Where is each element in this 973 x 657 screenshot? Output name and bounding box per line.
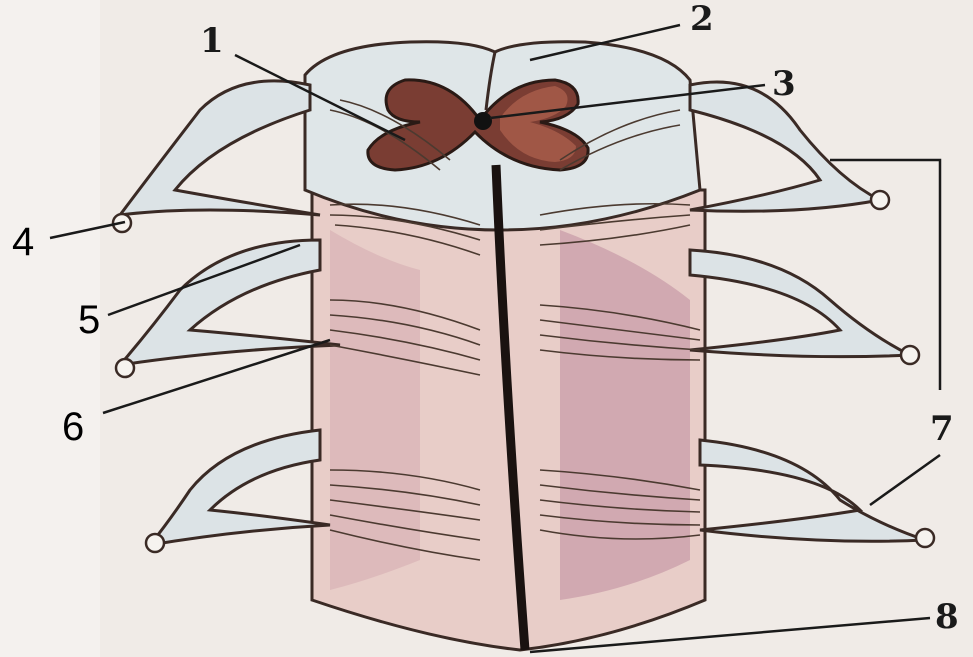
label-8: 8 (935, 597, 959, 637)
label-1: 1 (200, 21, 224, 61)
cord-cross-section (305, 42, 700, 230)
label-3: 3 (772, 64, 796, 104)
label-6: 6 (62, 405, 84, 449)
label-4: 4 (12, 220, 34, 264)
central-canal (474, 112, 492, 130)
label-5: 5 (78, 298, 100, 342)
label-2: 2 (690, 0, 714, 39)
label-7: 7 (930, 409, 954, 449)
